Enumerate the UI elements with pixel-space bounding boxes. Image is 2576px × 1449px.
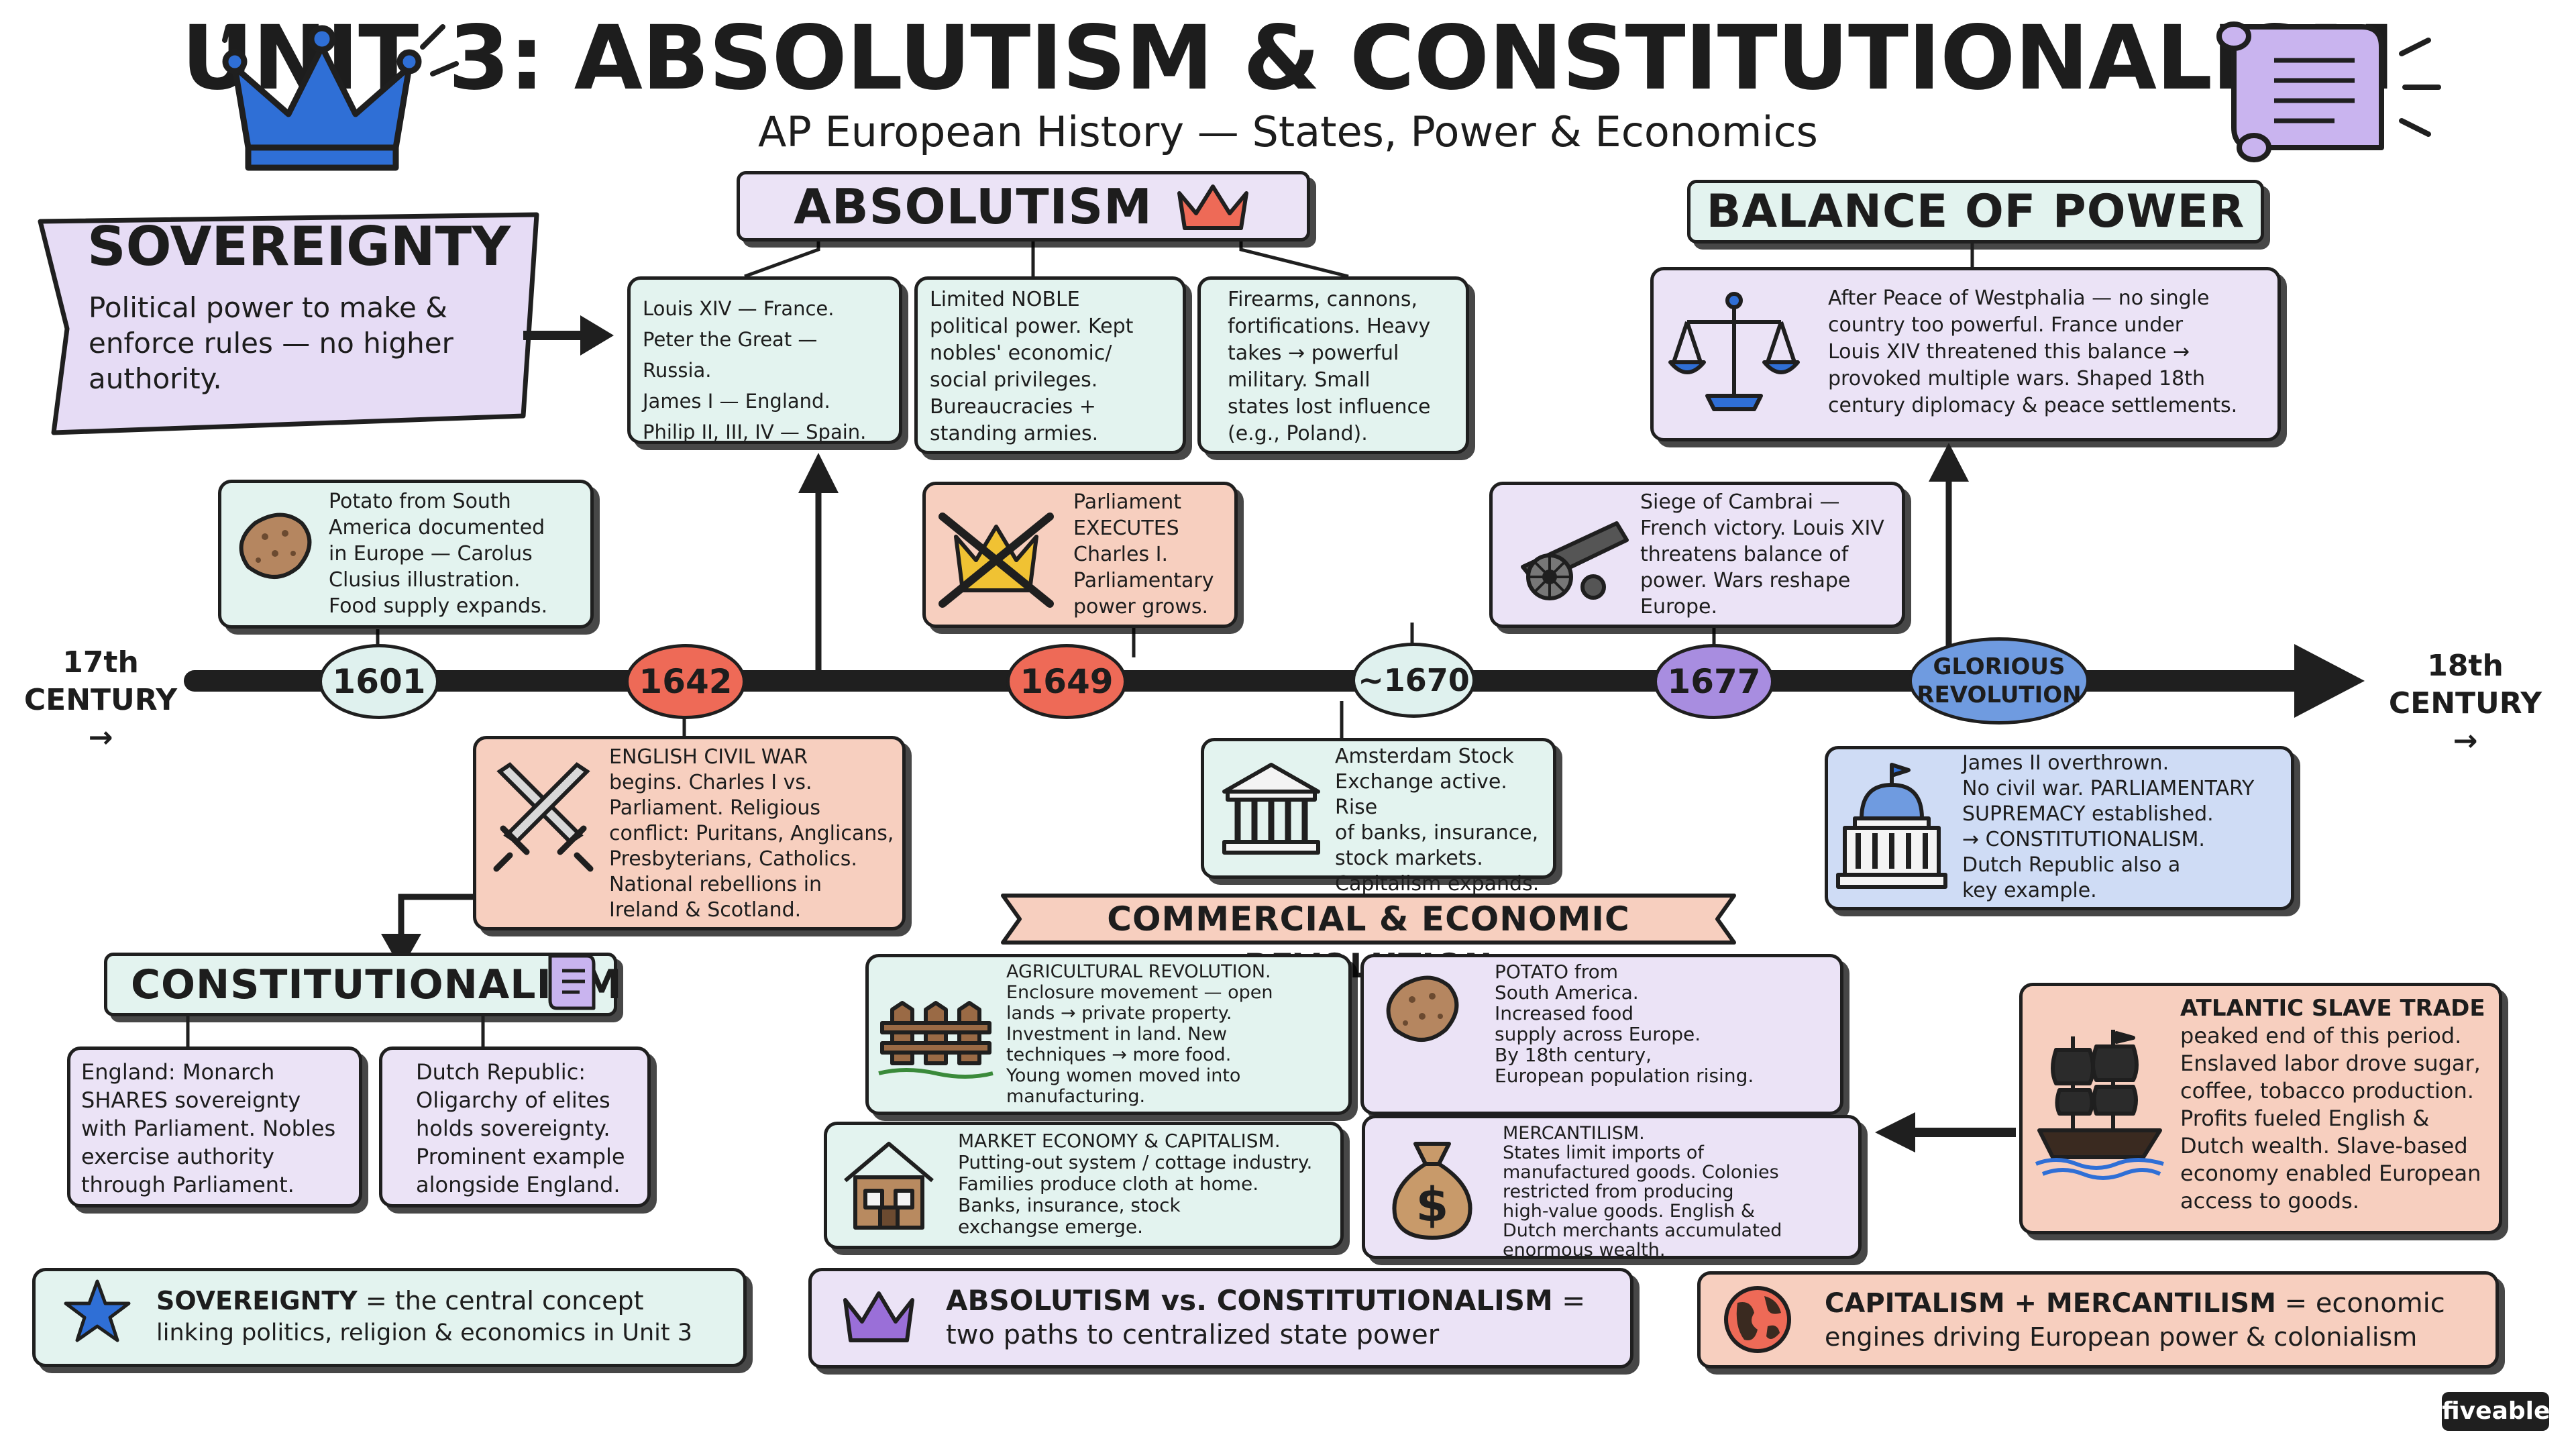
absolutism-nobles-box: Limited NOBLE political power. Kept nobl…	[914, 276, 1186, 454]
slave-trade-heading: ATLANTIC SLAVE TRADE	[2180, 995, 2485, 1022]
event-glorious-text: James II overthrown. No civil war. PARLI…	[1962, 751, 2255, 902]
potato-icon	[1386, 975, 1459, 1042]
footer-capitalism-line2: engines driving European power & colonia…	[1825, 1322, 2418, 1352]
crown-icon	[1177, 184, 1248, 230]
balance-connector	[1970, 244, 1974, 270]
footer-capitalism-rest: = economic	[2275, 1288, 2445, 1319]
potato-icon	[239, 513, 312, 579]
slave-trade-text: peaked end of this period. Enslaved labo…	[2180, 1023, 2481, 1214]
crown-icon	[843, 1291, 914, 1342]
footer-sovereignty-lead: SOVEREIGNTY	[156, 1286, 358, 1316]
constitutionalism-england-text: England: Monarch SHARES sovereignty with…	[81, 1059, 336, 1197]
event-1670-box: Amsterdam Stock Exchange active. Rise of…	[1201, 738, 1556, 896]
event-1649-text: Parliament EXECUTES Charles I. Parliamen…	[1073, 490, 1214, 619]
event-1649-box: Parliament EXECUTES Charles I. Parliamen…	[922, 482, 1238, 628]
capitol-icon	[1836, 763, 1947, 889]
globe-icon	[1724, 1286, 1791, 1353]
absolutism-heading: ABSOLUTISM	[794, 178, 1152, 235]
timeline-start-label: 17th CENTURY →	[23, 645, 178, 755]
balance-text: After Peace of Westphalia — no single co…	[1828, 286, 2238, 417]
event-1677-text: Siege of Cambrai — French victory. Louis…	[1640, 490, 1884, 619]
star-icon	[64, 1279, 131, 1342]
absolutism-header: ABSOLUTISM	[737, 171, 1310, 241]
timeline-node-1642: 1642	[625, 644, 746, 719]
constitutionalism-heading: CONSTITUTIONALISM	[131, 961, 623, 1008]
potato-text: POTATO from South America. Increased foo…	[1495, 961, 1754, 1087]
event-1670-text: Amsterdam Stock Exchange active. Rise of…	[1335, 745, 1540, 896]
footer-sovereignty-box: SOVEREIGNTY = the central concept linkin…	[32, 1268, 747, 1367]
ship-icon	[2035, 1030, 2164, 1180]
svg-text:$: $	[1416, 1177, 1449, 1232]
timeline-node-glorious-revolution: GLORIOUS REVOLUTION	[1909, 637, 2090, 724]
timeline-node-1677: 1677	[1654, 644, 1774, 719]
cannon-icon	[1521, 521, 1629, 600]
event-1642-text: ENGLISH CIVIL WAR begins. Charles I vs. …	[609, 745, 894, 922]
sovereignty-definition: Political power to make & enforce rules …	[89, 291, 453, 395]
footer-capitalism-line1: CAPITALISM + MERCANTILISM = economic	[1825, 1287, 2496, 1320]
page-subtitle: AP European History — States, Power & Ec…	[757, 107, 1818, 156]
crossed-swords-icon	[493, 762, 594, 872]
timeline-node-1670: ~1670	[1352, 643, 1476, 718]
footer-sovereignty-line2: linking politics, religion & economics i…	[156, 1320, 692, 1346]
footer-absolutism-rest: =	[1552, 1284, 1586, 1317]
commercial-banner-shape	[1001, 894, 1736, 945]
mercantilism-text: MERCANTILISM. States limit imports of ma…	[1503, 1123, 1782, 1260]
bank-icon	[1222, 763, 1320, 855]
market-text: MARKET ECONOMY & CAPITALISM. Putting-out…	[958, 1130, 1313, 1238]
absolutism-military-box: Firearms, cannons, fortifications. Heavy…	[1197, 276, 1469, 454]
scales-icon	[1668, 292, 1800, 411]
timeline-node-1649: 1649	[1006, 644, 1127, 719]
event-1642-box: ENGLISH CIVIL WAR begins. Charles I vs. …	[473, 736, 906, 930]
house-icon	[844, 1142, 934, 1230]
event-1601-text: Potato from South America documented in …	[329, 490, 548, 618]
fence-icon	[878, 1001, 994, 1079]
footer-absolutism-lead: ABSOLUTISM vs. CONSTITUTIONALISM	[946, 1284, 1553, 1317]
footer-sovereignty-rest: = the central concept	[357, 1286, 644, 1316]
timeline-end-label: 18th CENTURY →	[2388, 649, 2542, 758]
scroll-icon	[2216, 21, 2441, 162]
balance-box: After Peace of Westphalia — no single co…	[1650, 267, 2281, 441]
absolutism-rulers-box: Louis XIV — France. Peter the Great — Ru…	[627, 276, 902, 444]
timeline-node-1601: 1601	[319, 644, 439, 719]
crossed-crown-icon	[938, 513, 1054, 608]
balance-header: BALANCE OF POWER	[1687, 180, 2264, 244]
constitutionalism-dutch-text: Dutch Republic: Oligarchy of elites hold…	[416, 1059, 625, 1197]
footer-capitalism-box: CAPITALISM + MERCANTILISM = economic eng…	[1697, 1271, 2499, 1368]
constitutionalism-england-box: England: Monarch SHARES sovereignty with…	[67, 1046, 362, 1208]
constitutionalism-dutch-box: Dutch Republic: Oligarchy of elites hold…	[379, 1046, 651, 1208]
fiveable-logo: fiveable	[2442, 1392, 2550, 1431]
constitutionalism-header: CONSTITUTIONALISM	[104, 953, 622, 1016]
footer-absolutism-box: ABSOLUTISM vs. CONSTITUTIONALISM = two p…	[808, 1268, 1633, 1368]
absolutism-rulers-text: Louis XIV — France. Peter the Great — Ru…	[643, 297, 867, 443]
sovereignty-heading: SOVEREIGNTY	[87, 215, 511, 278]
footer-capitalism-lead: CAPITALISM + MERCANTILISM	[1825, 1288, 2276, 1319]
crown-icon	[222, 24, 459, 171]
scroll-icon	[548, 954, 596, 1010]
sovereignty-banner-shape	[38, 212, 539, 435]
money-bag-icon: $	[1392, 1142, 1472, 1240]
agricultural-text: AGRICULTURAL REVOLUTION. Enclosure movem…	[1006, 961, 1273, 1107]
absolutism-nobles-text: Limited NOBLE political power. Kept nobl…	[930, 288, 1134, 445]
absolutism-military-text: Firearms, cannons, fortifications. Heavy…	[1228, 288, 1431, 445]
footer-sovereignty-line1: SOVEREIGNTY = the central concept	[156, 1285, 743, 1317]
footer-absolutism-line1: ABSOLUTISM vs. CONSTITUTIONALISM =	[946, 1283, 1630, 1318]
footer-absolutism-line2: two paths to centralized state power	[946, 1320, 1440, 1350]
sovereignty-arrow	[523, 315, 614, 356]
page-title: UNIT 3: ABSOLUTISM & CONSTITUTIONALISM	[181, 7, 2395, 110]
